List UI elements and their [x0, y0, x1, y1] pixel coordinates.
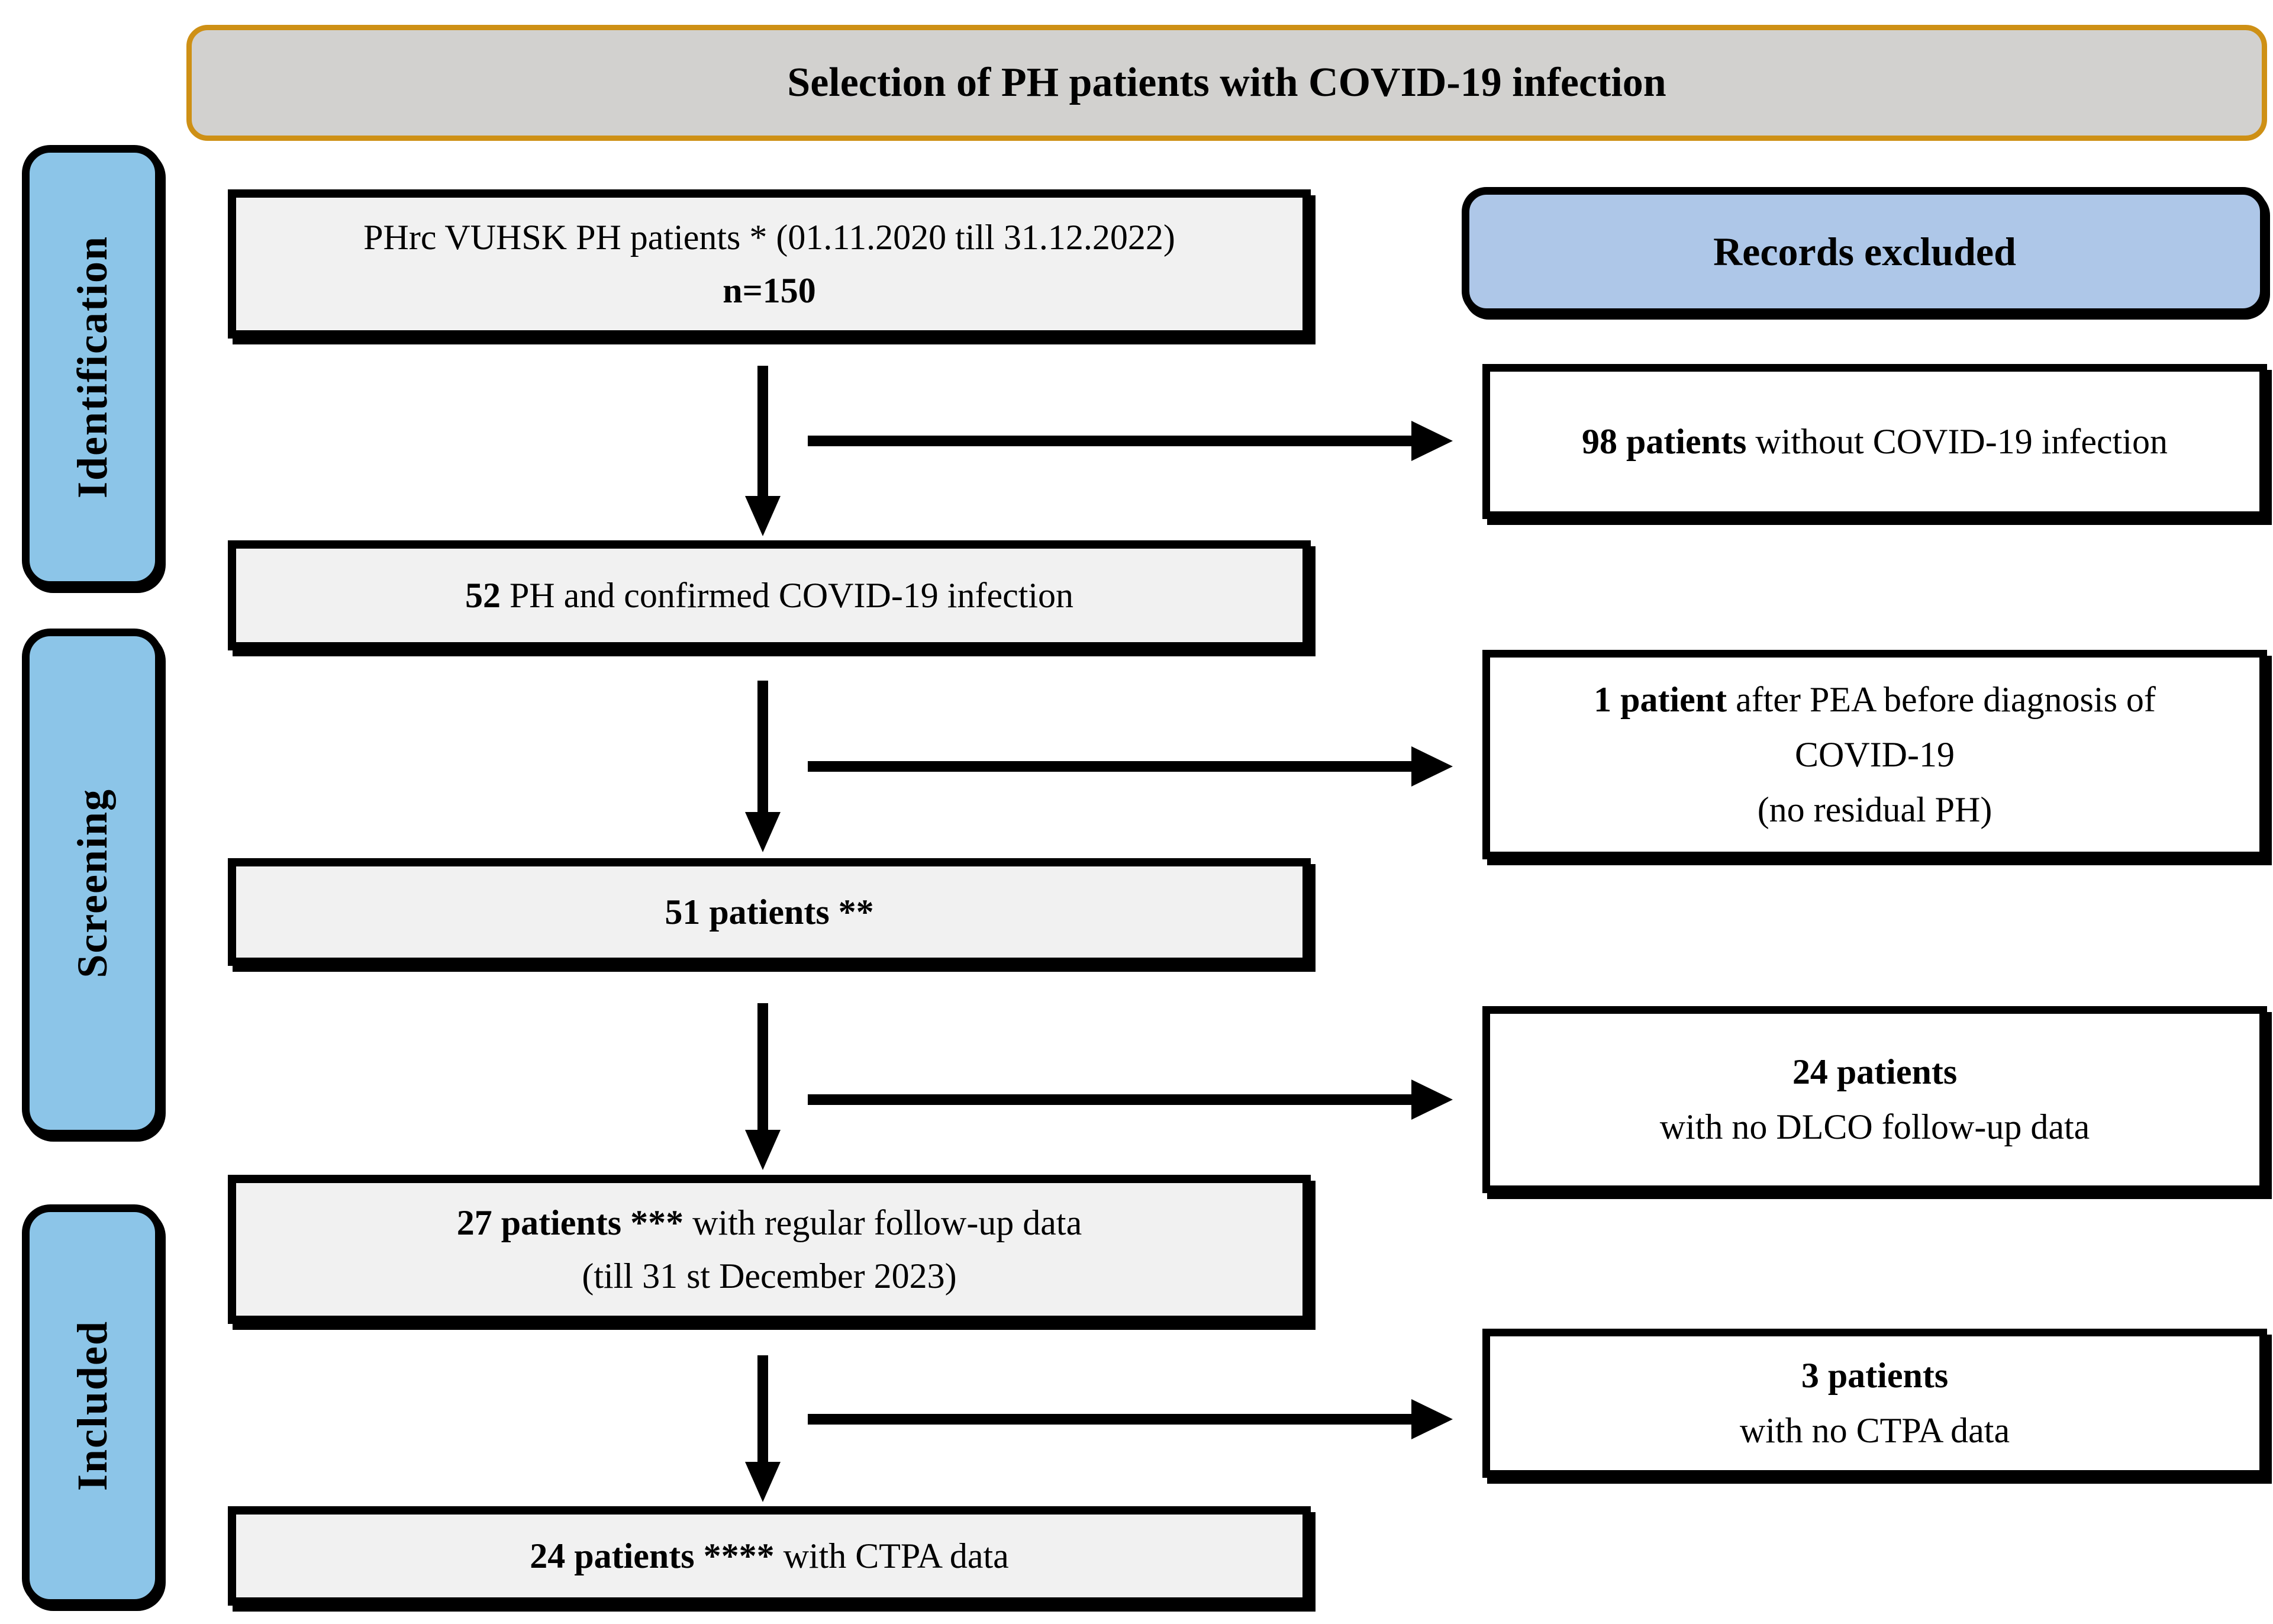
flow-box-4-line-1: 27 patients *** with regular follow-up d… [457, 1196, 1082, 1249]
arrow-head [745, 1130, 781, 1170]
flow-box-3-count: 51 patients ** [665, 892, 874, 932]
excluded-box-2-count: 1 patient [1594, 679, 1727, 719]
flow-box-5-text: with CTPA data [774, 1536, 1009, 1575]
arrow-shaft [757, 366, 768, 496]
flow-box-2-count: 52 [465, 576, 501, 615]
right-arrow-2 [808, 746, 1453, 787]
excluded-box-2-text: after PEA before diagnosis of [1727, 679, 2156, 719]
right-arrow-3 [808, 1080, 1453, 1120]
arrow-shaft [808, 761, 1411, 772]
flow-box-ctpa-patients: 24 patients **** with CTPA data [228, 1506, 1311, 1606]
excluded-box-2-line-1: 1 patient after PEA before diagnosis of [1594, 672, 2156, 727]
down-arrow-2 [745, 681, 781, 852]
arrow-head [745, 812, 781, 852]
arrow-shaft [808, 436, 1411, 446]
excluded-box-no-dlco: 24 patients with no DLCO follow-up data [1482, 1006, 2267, 1193]
flow-box-5-line-1: 24 patients **** with CTPA data [530, 1529, 1009, 1583]
flow-box-screened-patients: 51 patients ** [228, 858, 1311, 966]
arrow-head [1411, 421, 1453, 461]
stage-label-included: Included [68, 1320, 116, 1491]
excluded-box-no-ctpa: 3 patients with no CTPA data [1482, 1329, 2267, 1478]
excluded-box-4-text: with no CTPA data [1739, 1411, 2010, 1450]
excluded-box-2-line-2: COVID-19 [1795, 734, 1955, 774]
arrow-shaft [757, 1003, 768, 1130]
flow-box-5-count: 24 patients **** [530, 1536, 775, 1575]
flow-box-1-line-2: n=150 [723, 271, 816, 310]
down-arrow-3 [745, 1003, 781, 1170]
flow-box-1-line-1: PHrc VUHSK PH patients * (01.11.2020 til… [363, 218, 1175, 257]
excluded-box-no-covid: 98 patients without COVID-19 infection [1482, 364, 2267, 519]
stage-box-included: Included [22, 1204, 163, 1607]
flow-box-confirmed-covid: 52 PH and confirmed COVID-19 infection [228, 540, 1311, 650]
arrow-head [1411, 746, 1453, 787]
stage-label-screening: Screening [68, 788, 116, 978]
arrow-head [745, 1462, 781, 1502]
excluded-box-pea: 1 patient after PEA before diagnosis of … [1482, 650, 2267, 859]
excluded-box-3-count: 24 patients [1792, 1052, 1958, 1091]
flow-box-followup-patients: 27 patients *** with regular follow-up d… [228, 1175, 1311, 1324]
right-arrow-1 [808, 421, 1453, 461]
flow-box-4-line-2: (till 31 st December 2023) [582, 1256, 957, 1296]
records-excluded-label: Records excluded [1713, 228, 2016, 274]
arrow-head [745, 496, 781, 536]
flow-box-2-line-1: 52 PH and confirmed COVID-19 infection [465, 569, 1073, 622]
flow-box-2-text: PH and confirmed COVID-19 infection [500, 576, 1074, 615]
flow-box-3-line-1: 51 patients ** [665, 885, 873, 939]
arrow-shaft [808, 1094, 1411, 1105]
down-arrow-1 [745, 366, 781, 536]
excluded-box-3-text: with no DLCO follow-up data [1659, 1107, 2090, 1146]
flow-box-4-count: 27 patients *** [456, 1203, 684, 1242]
flow-box-identified-patients: PHrc VUHSK PH patients * (01.11.2020 til… [228, 189, 1311, 339]
stage-box-screening: Screening [22, 629, 163, 1138]
arrow-head [1411, 1080, 1453, 1120]
records-excluded-header: Records excluded [1462, 187, 2268, 316]
arrow-head [1411, 1399, 1453, 1439]
down-arrow-4 [745, 1355, 781, 1502]
stage-box-identification: Identification [22, 145, 163, 589]
right-arrow-4 [808, 1399, 1453, 1439]
excluded-box-2-line-3: (no residual PH) [1757, 790, 1992, 829]
flow-box-4-text: with regular follow-up data [683, 1203, 1082, 1242]
page-title: Selection of PH patients with COVID-19 i… [787, 60, 1666, 105]
stage-label-identification: Identification [68, 235, 116, 498]
excluded-box-1-line-1: 98 patients without COVID-19 infection [1582, 414, 2168, 469]
excluded-box-1-count: 98 patients [1582, 421, 1747, 461]
arrow-shaft [757, 681, 768, 812]
excluded-box-4-count: 3 patients [1801, 1356, 1949, 1395]
arrow-shaft [808, 1414, 1411, 1425]
arrow-shaft [757, 1355, 768, 1462]
title-banner: Selection of PH patients with COVID-19 i… [186, 25, 2267, 141]
excluded-box-1-text: without COVID-19 infection [1746, 421, 2168, 461]
